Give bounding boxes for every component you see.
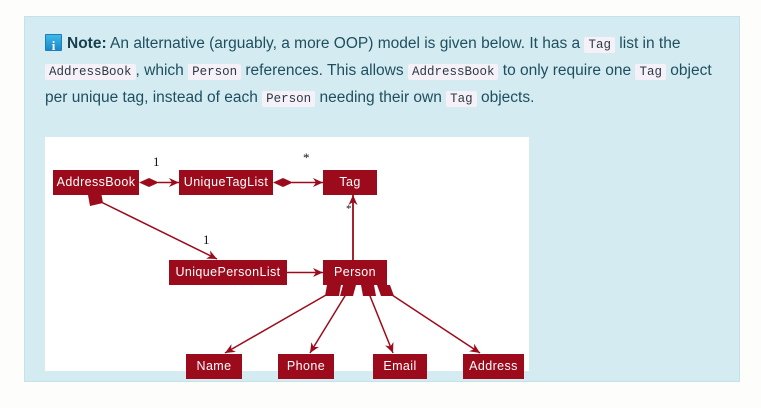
- code-addressbook-1: AddressBook: [45, 64, 136, 80]
- class-diagram-canvas: UniqueTagList (composition diamond + ope…: [45, 137, 529, 379]
- code-person-1: Person: [188, 64, 242, 80]
- diagram-node-address[interactable]: Address: [463, 354, 524, 379]
- note-sentence-7: needing their own: [315, 89, 447, 106]
- note-panel: Note: An alternative (arguably, a more O…: [24, 16, 740, 382]
- code-tag-3: Tag: [446, 91, 477, 107]
- note-sentence-8: objects.: [476, 89, 535, 106]
- code-tag-1: Tag: [584, 37, 615, 53]
- edge-person-email: [361, 285, 394, 354]
- diagram-connectors: UniqueTagList (composition diamond + ope…: [88, 178, 481, 354]
- note-sentence-3: , which: [135, 62, 189, 79]
- multiplicity-label-1: 1: [153, 154, 160, 169]
- info-icon: [45, 33, 62, 58]
- edge-addressbook-uniquepersonlist: [88, 192, 218, 260]
- edge-uniquetaglist-tag: [273, 178, 323, 187]
- code-addressbook-2: AddressBook: [407, 64, 499, 80]
- multiplicity-label-3: 1: [203, 232, 210, 247]
- edge-person-name: [224, 285, 341, 354]
- note-sentence-5: to only require one: [498, 62, 636, 79]
- diagram-node-phone[interactable]: Phone: [278, 354, 334, 379]
- diagram-node-tag[interactable]: Tag: [323, 170, 377, 195]
- note-text-block: Note: An alternative (arguably, a more O…: [45, 31, 721, 112]
- diagram-node-email[interactable]: Email: [373, 354, 427, 379]
- note-sentence-1: An alternative (arguably, a more OOP) mo…: [106, 35, 585, 52]
- note-sentence-2: list in the: [615, 35, 681, 52]
- diagram-node-uniquepersonlist[interactable]: UniquePersonList: [169, 260, 287, 285]
- diagram-node-uniquetaglist[interactable]: UniqueTagList: [179, 170, 273, 195]
- edge-person-address: [377, 285, 481, 354]
- diagram-node-name[interactable]: Name: [186, 354, 242, 379]
- note-label: Note:: [67, 35, 107, 52]
- note-sentence-4: references. This allows: [241, 62, 408, 79]
- code-tag-2: Tag: [635, 64, 666, 80]
- multiplicity-label-2: *: [303, 150, 310, 165]
- multiplicity-label-4: *: [346, 203, 352, 215]
- edge-person-phone: [309, 285, 356, 354]
- note-sentence-6: object per unique tag, instead of each: [45, 62, 712, 106]
- diagram-node-addressbook[interactable]: AddressBook: [53, 170, 139, 195]
- diagram-node-person[interactable]: Person: [323, 260, 387, 285]
- code-person-2: Person: [262, 91, 316, 107]
- edge-addressbook-uniquetaglist: [139, 178, 179, 187]
